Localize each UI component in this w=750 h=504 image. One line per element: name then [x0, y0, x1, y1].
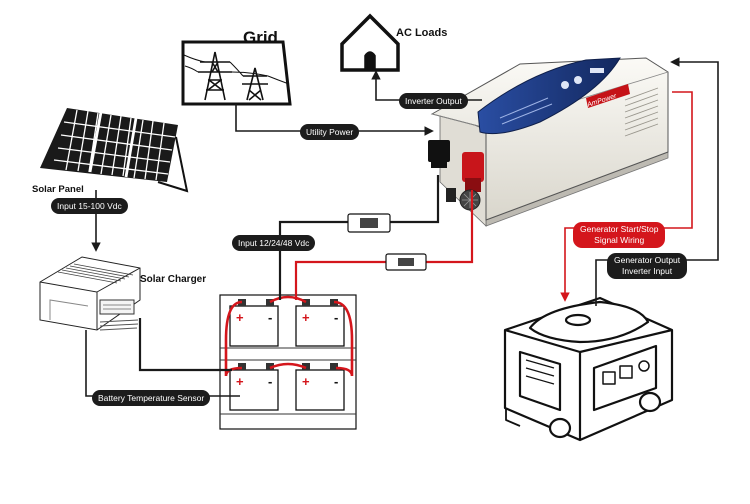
- inverter-output-pill: Inverter Output: [399, 93, 468, 109]
- generator-signal-line1: Generator Start/Stop: [580, 224, 659, 234]
- svg-text:+: +: [236, 310, 244, 325]
- battery-bank: + - + - + - + -: [219, 294, 357, 430]
- input-battery-pill: Input 12/24/48 Vdc: [232, 235, 316, 251]
- fuse-icon: [347, 213, 427, 271]
- generator-signal-line2: Signal Wiring: [594, 235, 645, 245]
- solar-charger-label: Solar Charger: [140, 274, 207, 285]
- svg-text:+: +: [302, 310, 310, 325]
- utility-power-pill: Utility Power: [300, 124, 360, 140]
- svg-text:+: +: [302, 374, 310, 389]
- power-tower-icon: [181, 40, 292, 106]
- generator-icon: [503, 296, 674, 442]
- inverter-icon: [428, 57, 669, 227]
- battery-icon: [229, 305, 345, 411]
- battery-temperature-sensor-pill: Battery Temperature Sensor: [92, 390, 211, 406]
- solar-panel-icon: [40, 108, 189, 193]
- svg-text:-: -: [268, 310, 272, 325]
- solar-panel-label: Solar Panel: [32, 184, 84, 195]
- generator-output-pill: Generator Output Inverter Input: [607, 253, 688, 279]
- svg-text:-: -: [334, 374, 338, 389]
- svg-text:-: -: [334, 310, 338, 325]
- solar-charger-icon: [39, 256, 141, 331]
- generator-output-line2: Inverter Input: [622, 266, 673, 276]
- ac-loads-label: AC Loads: [396, 27, 448, 39]
- svg-text:+: +: [236, 374, 244, 389]
- generator-output-line1: Generator Output: [614, 255, 681, 265]
- grid-label: Grid: [243, 28, 278, 47]
- svg-text:-: -: [268, 374, 272, 389]
- input-solar-pill: Input 15-100 Vdc: [51, 198, 128, 214]
- generator-signal-pill: Generator Start/Stop Signal Wiring: [573, 222, 666, 248]
- house-icon: [340, 13, 400, 72]
